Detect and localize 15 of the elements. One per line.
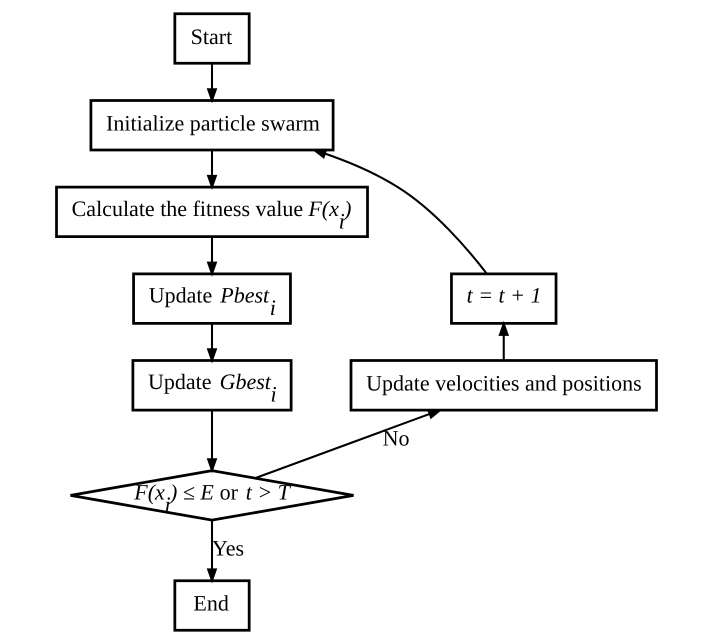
- node-box: End: [172, 579, 250, 632]
- edge-label: Yes: [212, 536, 244, 561]
- arrow: [498, 320, 509, 360]
- arrow: [206, 520, 217, 584]
- arrow: [206, 410, 217, 474]
- arrow: [206, 324, 217, 364]
- node-box: Update velocities and positions: [349, 359, 658, 412]
- arrow: [206, 64, 217, 104]
- arrow: [206, 237, 217, 277]
- arrow: [206, 150, 217, 190]
- node-box: Initialize particle swarm: [89, 99, 334, 152]
- edge-label: No: [382, 426, 410, 451]
- node-box: t = t + 1: [450, 272, 557, 325]
- node-box: Start: [172, 12, 250, 65]
- arrow: [254, 409, 443, 480]
